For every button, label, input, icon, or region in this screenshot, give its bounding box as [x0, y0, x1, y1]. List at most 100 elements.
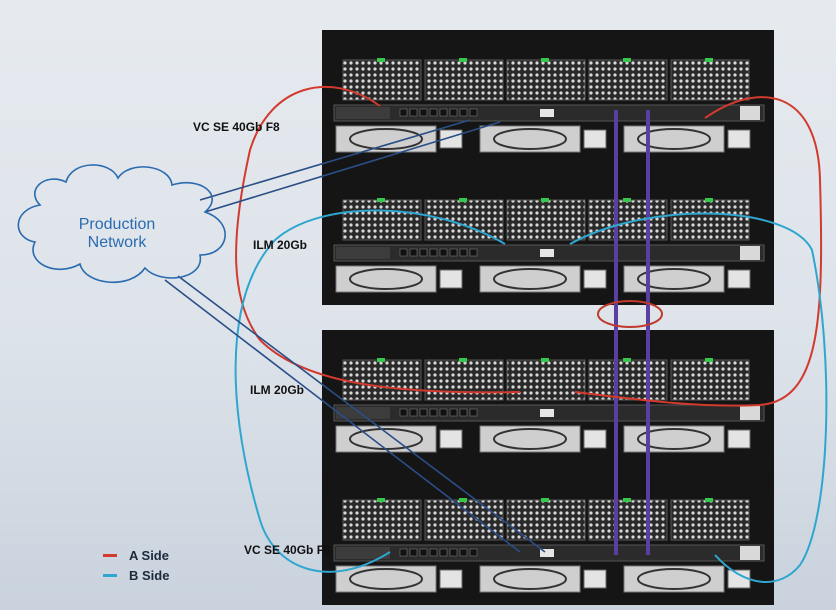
label-vc-se-top: VC SE 40Gb F8	[193, 120, 280, 134]
cloud-label-line2: Network	[88, 234, 148, 251]
port	[419, 108, 428, 117]
port	[439, 548, 448, 557]
port	[439, 248, 448, 257]
psu-grille	[479, 565, 581, 593]
port	[459, 108, 468, 117]
qr-label	[740, 546, 760, 560]
port	[429, 108, 438, 117]
uplink-top-2	[204, 121, 501, 213]
fan-bay	[588, 499, 668, 541]
fan-led	[377, 498, 385, 502]
psu-fan	[349, 268, 423, 290]
port	[399, 548, 408, 557]
legend: A Side B Side	[103, 545, 169, 585]
legend-a-side: A Side	[103, 545, 169, 565]
fan-bay	[424, 59, 504, 101]
module-handle	[336, 247, 390, 259]
fan-bay	[588, 359, 668, 401]
fan-led	[623, 198, 631, 202]
psu-grille	[335, 565, 437, 593]
legend-b-side-label: B Side	[129, 567, 170, 583]
port	[459, 248, 468, 257]
label-ilm-lower: ILM 20Gb	[250, 383, 305, 397]
psu-fan	[493, 568, 567, 590]
fan-led	[377, 198, 385, 202]
a-side-cable-left	[235, 85, 521, 394]
uplink-top-1	[199, 119, 471, 201]
cloud-shape	[17, 164, 226, 283]
psu-fan	[493, 268, 567, 290]
fan-bay	[670, 359, 750, 401]
fan-led	[459, 58, 467, 62]
port	[419, 548, 428, 557]
fan-led	[623, 498, 631, 502]
fan-led	[541, 498, 549, 502]
b-side-swatch	[103, 573, 117, 577]
psu-socket	[439, 269, 463, 289]
port-rj45	[540, 549, 554, 557]
enclosure-stack	[322, 30, 774, 605]
psu-fan	[637, 128, 711, 150]
label-vc-se-bottom: VC SE 40Gb F8	[244, 543, 331, 557]
fan-bay	[670, 199, 750, 241]
fan-bay	[588, 59, 668, 101]
fan-bay	[670, 59, 750, 101]
uplink-bottom-1	[164, 279, 521, 553]
production-network-cloud: Production Network	[17, 164, 226, 283]
fan-led	[623, 358, 631, 362]
psu-socket	[727, 269, 751, 289]
port	[419, 408, 428, 417]
fan-led	[459, 198, 467, 202]
psu-grille	[623, 265, 725, 293]
psu-grille	[335, 425, 437, 453]
psu-grille	[623, 125, 725, 153]
a-side-cable-right	[574, 96, 823, 407]
port-rj45	[540, 109, 554, 117]
uplink-bottom-2	[177, 275, 546, 553]
fan-bay	[670, 499, 750, 541]
psu-socket	[583, 569, 607, 589]
fan-bay	[424, 499, 504, 541]
psu-fan	[493, 428, 567, 450]
psu-fan	[493, 128, 567, 150]
fan-led	[705, 358, 713, 362]
psu-grille	[479, 425, 581, 453]
fan-led	[705, 198, 713, 202]
fan-led	[705, 58, 713, 62]
psu-grille	[335, 125, 437, 153]
port	[469, 248, 478, 257]
port	[399, 408, 408, 417]
port	[429, 548, 438, 557]
enclosure-1	[322, 30, 774, 305]
psu-socket	[583, 269, 607, 289]
psu-grille	[623, 425, 725, 453]
fan-led	[377, 58, 385, 62]
port	[409, 248, 418, 257]
highlight-ellipse	[597, 300, 663, 328]
fan-bay	[342, 59, 422, 101]
b-side-cable-left	[234, 209, 506, 573]
fan-bay	[588, 199, 668, 241]
a-side-swatch	[103, 553, 117, 557]
port	[469, 108, 478, 117]
fan-bay	[342, 499, 422, 541]
fan-bay	[506, 359, 586, 401]
port-rj45	[540, 249, 554, 257]
psu-fan	[637, 428, 711, 450]
fan-led	[541, 58, 549, 62]
psu-fan	[637, 268, 711, 290]
port	[429, 408, 438, 417]
enclosure-2	[322, 330, 774, 605]
port	[419, 248, 428, 257]
psu-socket	[727, 429, 751, 449]
port	[449, 248, 458, 257]
legend-b-side: B Side	[103, 565, 169, 585]
port	[459, 408, 468, 417]
psu-socket	[583, 129, 607, 149]
port	[459, 548, 468, 557]
fan-led	[541, 358, 549, 362]
qr-label	[740, 246, 760, 260]
psu-grille	[479, 265, 581, 293]
fan-led	[541, 198, 549, 202]
